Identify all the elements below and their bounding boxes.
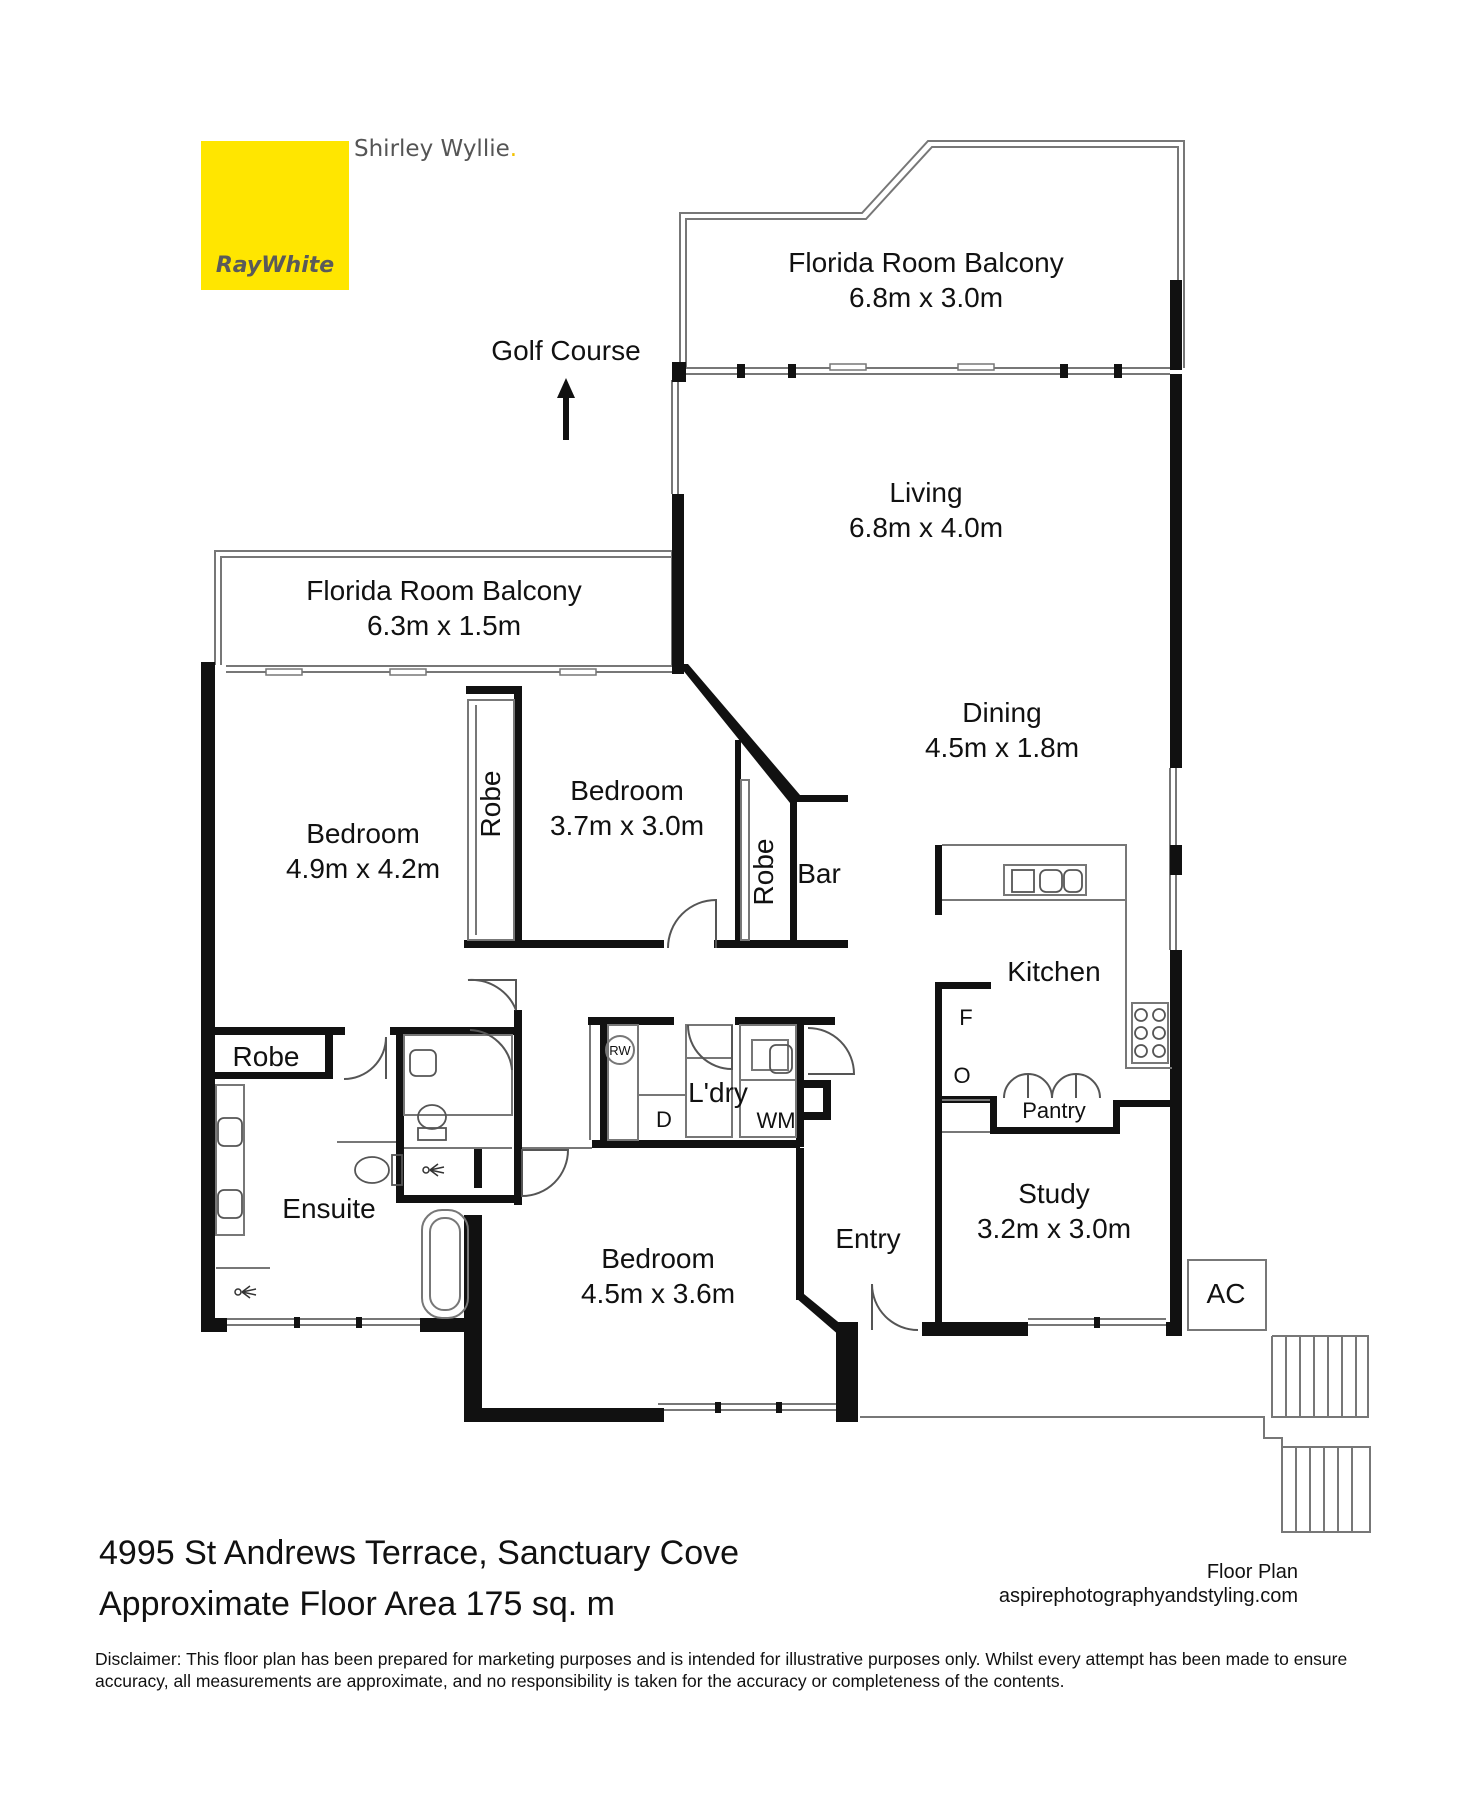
walls (201, 280, 1182, 1422)
rotated-labels: Robe Robe (475, 771, 779, 906)
raywhite-logo: RayWhite (201, 141, 349, 290)
room-name: Florida Room Balcony (788, 247, 1063, 278)
room-size: 3.7m x 3.0m (550, 810, 704, 841)
stair-treads (1285, 1336, 1357, 1532)
ac-label: AC (1207, 1278, 1246, 1309)
room-name: Bedroom (601, 1243, 715, 1274)
bar-label: Bar (797, 858, 841, 889)
ac-unit (1187, 1259, 1267, 1331)
room-size: 4.9m x 4.2m (286, 853, 440, 884)
laundry-label: L'dry (688, 1077, 748, 1108)
pantry-label: Pantry (1022, 1098, 1086, 1123)
fixtures (217, 869, 1166, 1219)
balcony-outlines (214, 140, 1371, 1533)
entry-label: Entry (835, 1223, 900, 1254)
thin-lines (215, 699, 1172, 1319)
small-labels: F O Pantry D WM RW (609, 1005, 1086, 1133)
plan-credit: Floor Plan aspirephotographyandstyling.c… (980, 1560, 1298, 1608)
plan-label: Floor Plan (1206, 1561, 1298, 1583)
agent-name: Shirley Wyllie. (354, 136, 518, 162)
robe-label: Robe (748, 839, 779, 906)
room-name: Living (889, 477, 962, 508)
doors (343, 898, 1101, 1331)
rw-label: RW (609, 1043, 631, 1058)
room-name: Dining (962, 697, 1041, 728)
window-mullions (294, 364, 1122, 1413)
room-size: 4.5m x 3.6m (581, 1278, 735, 1309)
shower-icons (234, 1163, 445, 1299)
dryer-label: D (656, 1107, 672, 1132)
room-name: Florida Room Balcony (306, 575, 581, 606)
room-size: 4.5m x 1.8m (925, 732, 1079, 763)
robe-label: Robe (475, 771, 506, 838)
disclaimer: Disclaimer: This floor plan has been pre… (95, 1649, 1348, 1691)
plan-site: aspirephotographyandstyling.com (998, 1585, 1298, 1607)
fridge-label: F (959, 1005, 972, 1030)
room-size: 6.8m x 3.0m (849, 282, 1003, 313)
room-name: Bedroom (306, 818, 420, 849)
oven-label: O (953, 1063, 970, 1088)
window-sashes (265, 363, 995, 676)
room-name: Study (1018, 1178, 1090, 1209)
room-size: 3.2m x 3.0m (977, 1213, 1131, 1244)
brand-name: RayWhite (216, 253, 334, 278)
room-size: 6.8m x 4.0m (849, 512, 1003, 543)
room-size: 6.3m x 1.5m (367, 610, 521, 641)
room-labels: Golf Course Florida Room Balcony 6.8m x … (233, 247, 1246, 1309)
floor-area: Approximate Floor Area 175 sq. m (99, 1585, 615, 1623)
north-arrow (557, 378, 575, 440)
wm-label: WM (756, 1108, 795, 1133)
ensuite-label: Ensuite (282, 1193, 375, 1224)
room-name: Bedroom (570, 775, 684, 806)
kitchen-label: Kitchen (1007, 956, 1100, 987)
property-address: 4995 St Andrews Terrace, Sanctuary Cove (99, 1534, 740, 1572)
robe-label: Robe (233, 1041, 300, 1072)
north-label: Golf Course (491, 335, 640, 366)
